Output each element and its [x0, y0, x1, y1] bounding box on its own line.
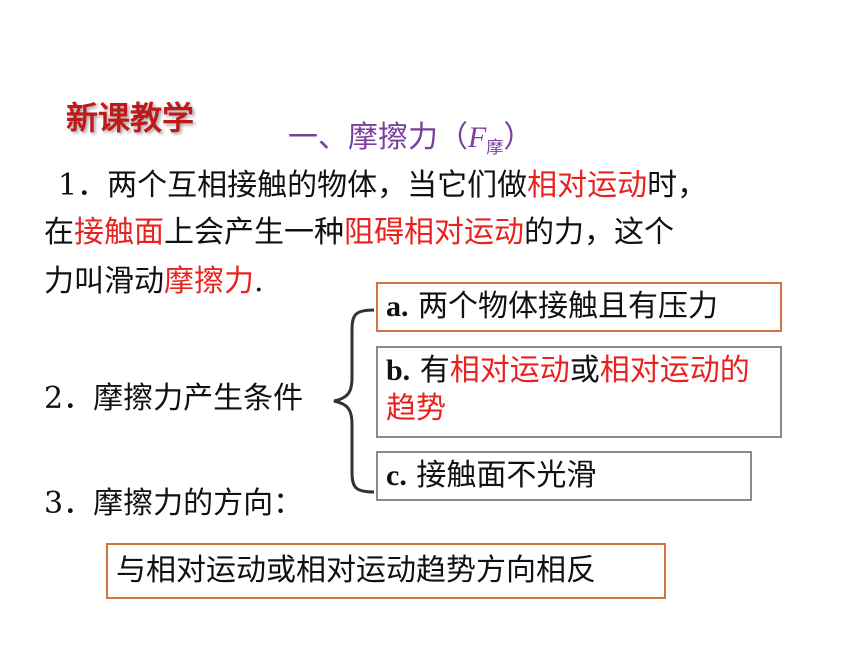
condition-text: 接触面不光滑	[406, 458, 597, 493]
condition-b-box: b. 有相对运动或相对运动的趋势	[376, 346, 782, 438]
slide-title: 一、摩擦力（F摩）	[288, 112, 533, 158]
curly-brace-icon	[333, 308, 375, 494]
definition-line-2: 在接触面上会产生一种阻碍相对运动的力，这个	[44, 213, 674, 253]
condition-marker: a.	[386, 290, 409, 323]
title-var: F	[468, 121, 487, 154]
condition-highlight: 的趋势	[386, 353, 750, 426]
def-text: 上会产生一种	[164, 215, 344, 250]
definition-line-1: 1．两个互相接触的物体，当它们做相对运动时，	[58, 166, 707, 206]
def-highlight: 相对运动	[527, 168, 648, 203]
title-sub: 摩	[486, 138, 504, 158]
def-highlight: 摩擦力	[164, 264, 254, 299]
direction-label: 3．摩擦力的方向：	[44, 486, 304, 521]
def-text: .	[254, 264, 264, 299]
def-text: 在	[44, 215, 74, 250]
def-text: 的力，这个	[524, 215, 674, 250]
condition-highlight: 相对运动	[449, 353, 570, 388]
def-highlight: 接触面	[74, 215, 164, 250]
def-text: 1．两个互相接触的物体，当它们做	[58, 168, 528, 203]
direction-answer-box: 与相对运动或相对运动趋势方向相反	[106, 543, 666, 599]
condition-text: 两个物体接触且有压力	[408, 289, 719, 324]
condition-a-box: a. 两个物体接触且有压力	[376, 282, 782, 332]
condition-c-box: c. 接触面不光滑	[376, 451, 752, 501]
definition-line-3: 力叫滑动摩擦力.	[44, 262, 264, 302]
section-label: 新课教学	[66, 99, 195, 137]
condition-highlight: 相对运动	[599, 353, 720, 388]
def-text: 力叫滑动	[44, 264, 164, 299]
def-text: 时，	[647, 168, 708, 203]
condition-text: 有	[410, 353, 450, 388]
def-highlight: 阻碍相对运动	[344, 215, 524, 250]
condition-text: 或	[569, 353, 600, 388]
conditions-label: 2．摩擦力产生条件	[44, 381, 304, 416]
condition-marker: b.	[386, 354, 411, 387]
title-suffix: ）	[503, 120, 534, 155]
direction-answer: 与相对运动或相对运动趋势方向相反	[116, 553, 596, 588]
condition-marker: c.	[386, 459, 407, 492]
title-prefix: 一、摩擦力（	[288, 120, 468, 155]
